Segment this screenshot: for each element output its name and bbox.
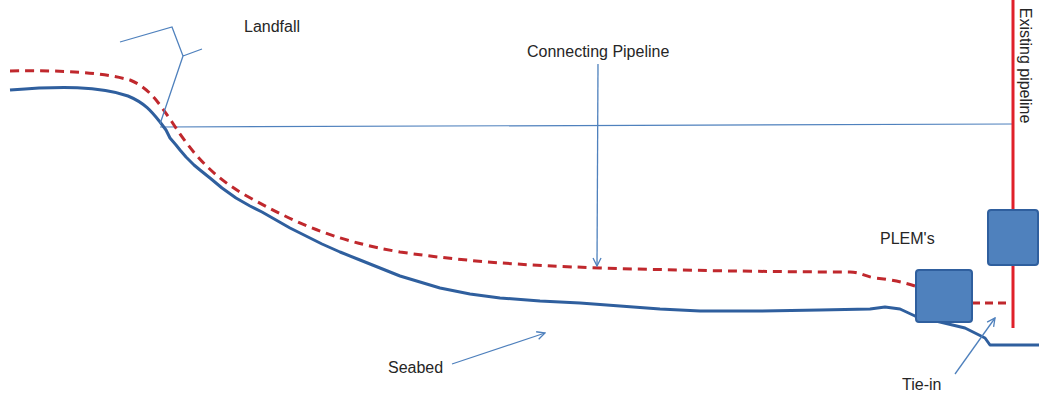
plem-label: PLEM's: [880, 229, 935, 248]
pipeline-label: Connecting Pipeline: [527, 42, 669, 61]
landfall-bracket: [120, 27, 202, 124]
tie-in-spool: [972, 302, 1010, 305]
existing-pipeline-label: Existing pipeline: [1016, 8, 1035, 124]
plem-box: [916, 270, 972, 322]
plem-box: [988, 210, 1038, 265]
seabed-line: [10, 88, 1039, 345]
seabed-label: Seabed: [388, 358, 443, 377]
leader-arrow: [955, 318, 995, 374]
landfall-label: Landfall: [244, 17, 300, 36]
leader-arrow: [597, 64, 598, 266]
leader-arrow: [452, 333, 545, 364]
tie-in-label: Tie-in: [902, 375, 941, 394]
sea-level-line: [160, 124, 1013, 127]
existing-pipeline: [1012, 0, 1015, 328]
connecting-pipeline: [10, 71, 915, 286]
